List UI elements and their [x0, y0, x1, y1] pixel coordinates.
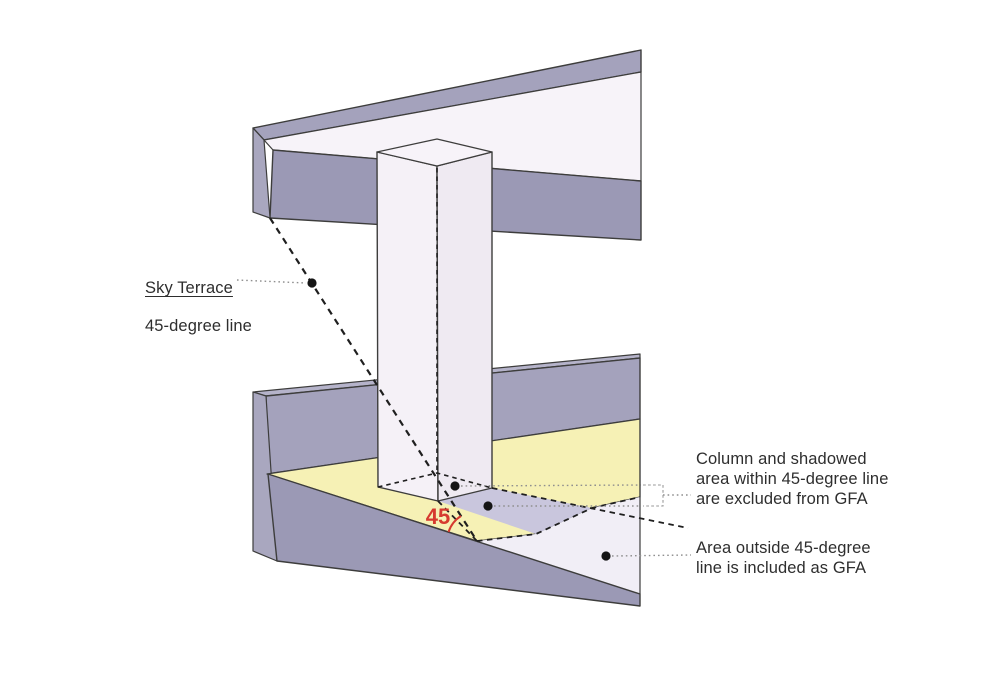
dot-column: [450, 481, 460, 491]
angle-value: 45: [426, 504, 450, 529]
leader-lines: [236, 279, 692, 557]
column-top-face: [376, 138, 493, 167]
column-left-face: [376, 151, 439, 502]
hidden-edges: [269, 168, 689, 542]
dot-shadow: [483, 501, 493, 511]
sky-terrace-label-line2: 45-degree line: [145, 317, 252, 335]
shadow-top-dashed-edge: [491, 487, 689, 529]
leader-outside-area: [611, 554, 692, 557]
column-shadow-area: [438, 488, 592, 534]
column-footprint-dashed: [377, 472, 493, 489]
floor-area-outside-line: [477, 497, 640, 594]
lower-slab-fascia: [267, 473, 641, 607]
dot-outside-area: [601, 551, 611, 561]
leader-bracket: [643, 484, 664, 507]
floor-45-boundary-dashed: [476, 496, 641, 542]
column-right-face: [436, 151, 493, 502]
sky-terrace-45-degree-line: [269, 217, 478, 542]
dot-45-line: [307, 278, 317, 288]
sky-terrace-label-line1: Sky Terrace: [145, 279, 233, 297]
included-area-note: Area outside 45-degree line is included …: [696, 539, 871, 577]
leader-dots: [307, 278, 611, 561]
column: [376, 138, 493, 502]
angle-annotation: 45: [426, 504, 462, 533]
excluded-area-note: Column and shadowed area within 45-degre…: [696, 450, 889, 508]
sky-terrace-label: Sky Terrace 45-degree line: [145, 260, 252, 336]
angle-arc: [447, 515, 462, 533]
